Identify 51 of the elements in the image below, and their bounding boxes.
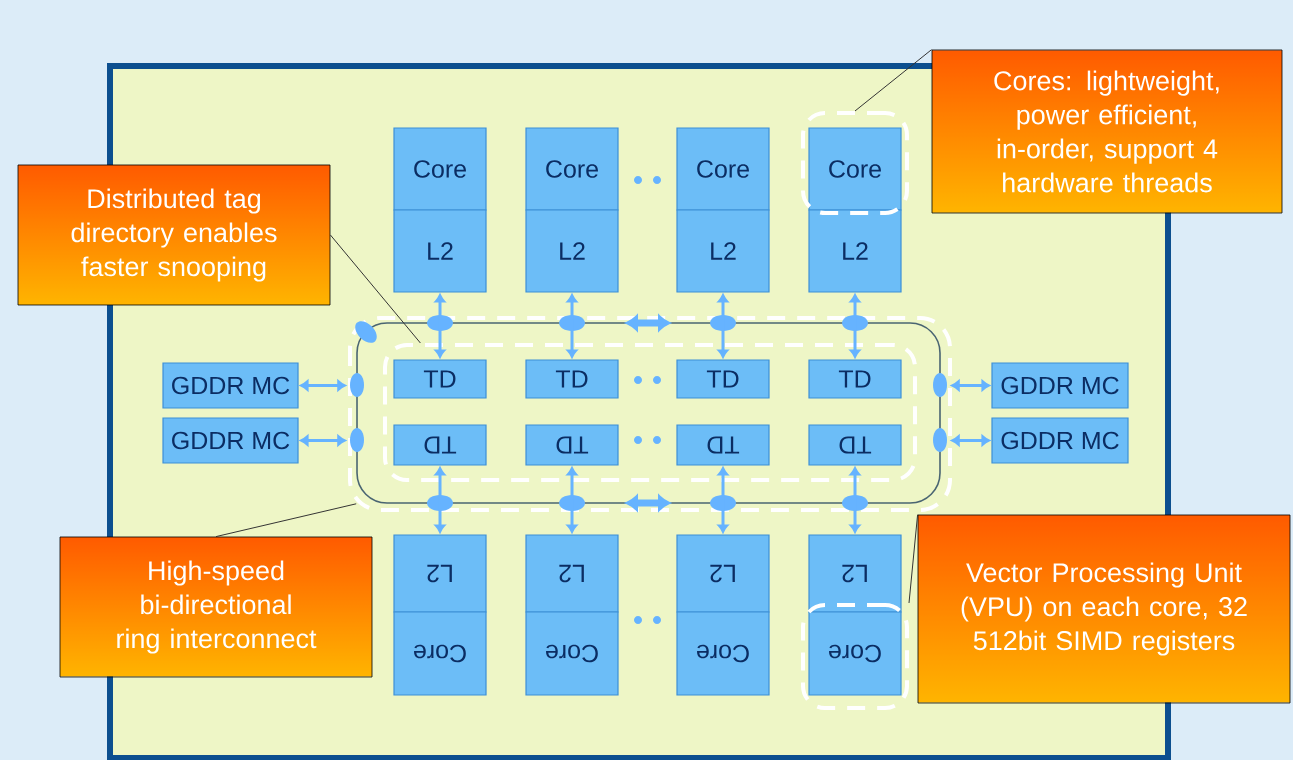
cache-box: L2 xyxy=(393,534,487,613)
leader-line xyxy=(854,49,933,112)
cache-box: L2 xyxy=(676,534,770,613)
leader-line xyxy=(329,234,421,344)
leader-line xyxy=(215,503,357,538)
core-box: Core xyxy=(393,127,487,211)
core-box: Core xyxy=(676,611,770,696)
tag-directory-box: TD xyxy=(808,359,902,399)
cache-box: L2 xyxy=(393,209,487,293)
highlight-outline xyxy=(801,603,909,710)
core-box: Core xyxy=(393,611,487,696)
memory-controller-box: GDDR MC xyxy=(991,417,1129,464)
arrow xyxy=(566,466,578,534)
callout-box: Distributed tag directory enables faster snooping xyxy=(17,164,331,306)
tag-directory-box: TD xyxy=(676,359,770,399)
core-box: Core xyxy=(808,127,902,211)
core-box: Core xyxy=(525,127,619,211)
memory-controller-box: GDDR MC xyxy=(991,362,1129,409)
cache-box: L2 xyxy=(808,534,902,613)
tag-directory-box: TD xyxy=(393,424,487,466)
callout-box: Vector Processing Unit (VPU) on each core, 32 512bit SIMD registers xyxy=(917,514,1291,704)
tag-directory-box: TD xyxy=(676,424,770,466)
arrow xyxy=(434,466,446,534)
arrow xyxy=(299,380,346,391)
arrow xyxy=(299,435,346,446)
cache-box: L2 xyxy=(676,209,770,293)
memory-controller-box: GDDR MC xyxy=(162,362,299,409)
core-box: Core xyxy=(525,611,619,696)
tag-directory-box: TD xyxy=(525,424,619,466)
tag-directory-box: TD xyxy=(393,359,487,399)
arrow xyxy=(434,293,446,359)
leader-line xyxy=(908,514,919,604)
arrow xyxy=(717,466,729,534)
arrow xyxy=(951,380,991,391)
memory-controller-box: GDDR MC xyxy=(162,417,299,464)
arrow xyxy=(849,293,861,359)
core-box: Core xyxy=(808,611,902,696)
tag-directory-box: TD xyxy=(525,359,619,399)
core-box: Core xyxy=(676,127,770,211)
tag-directory-box: TD xyxy=(808,424,902,466)
cache-box: L2 xyxy=(525,209,619,293)
highlight-outline xyxy=(801,111,909,215)
highlight-outline xyxy=(383,343,917,482)
cache-box: L2 xyxy=(525,534,619,613)
callout-box: Cores: lightweight, power efficient, in-order, support 4 hardware threads xyxy=(931,49,1283,214)
callout-box: High-speed bi-directional ring interconnect xyxy=(59,536,373,678)
arrow xyxy=(951,435,991,446)
arrow xyxy=(717,293,729,359)
cache-box: L2 xyxy=(808,209,902,293)
arrow xyxy=(849,466,861,534)
arrow xyxy=(566,293,578,359)
